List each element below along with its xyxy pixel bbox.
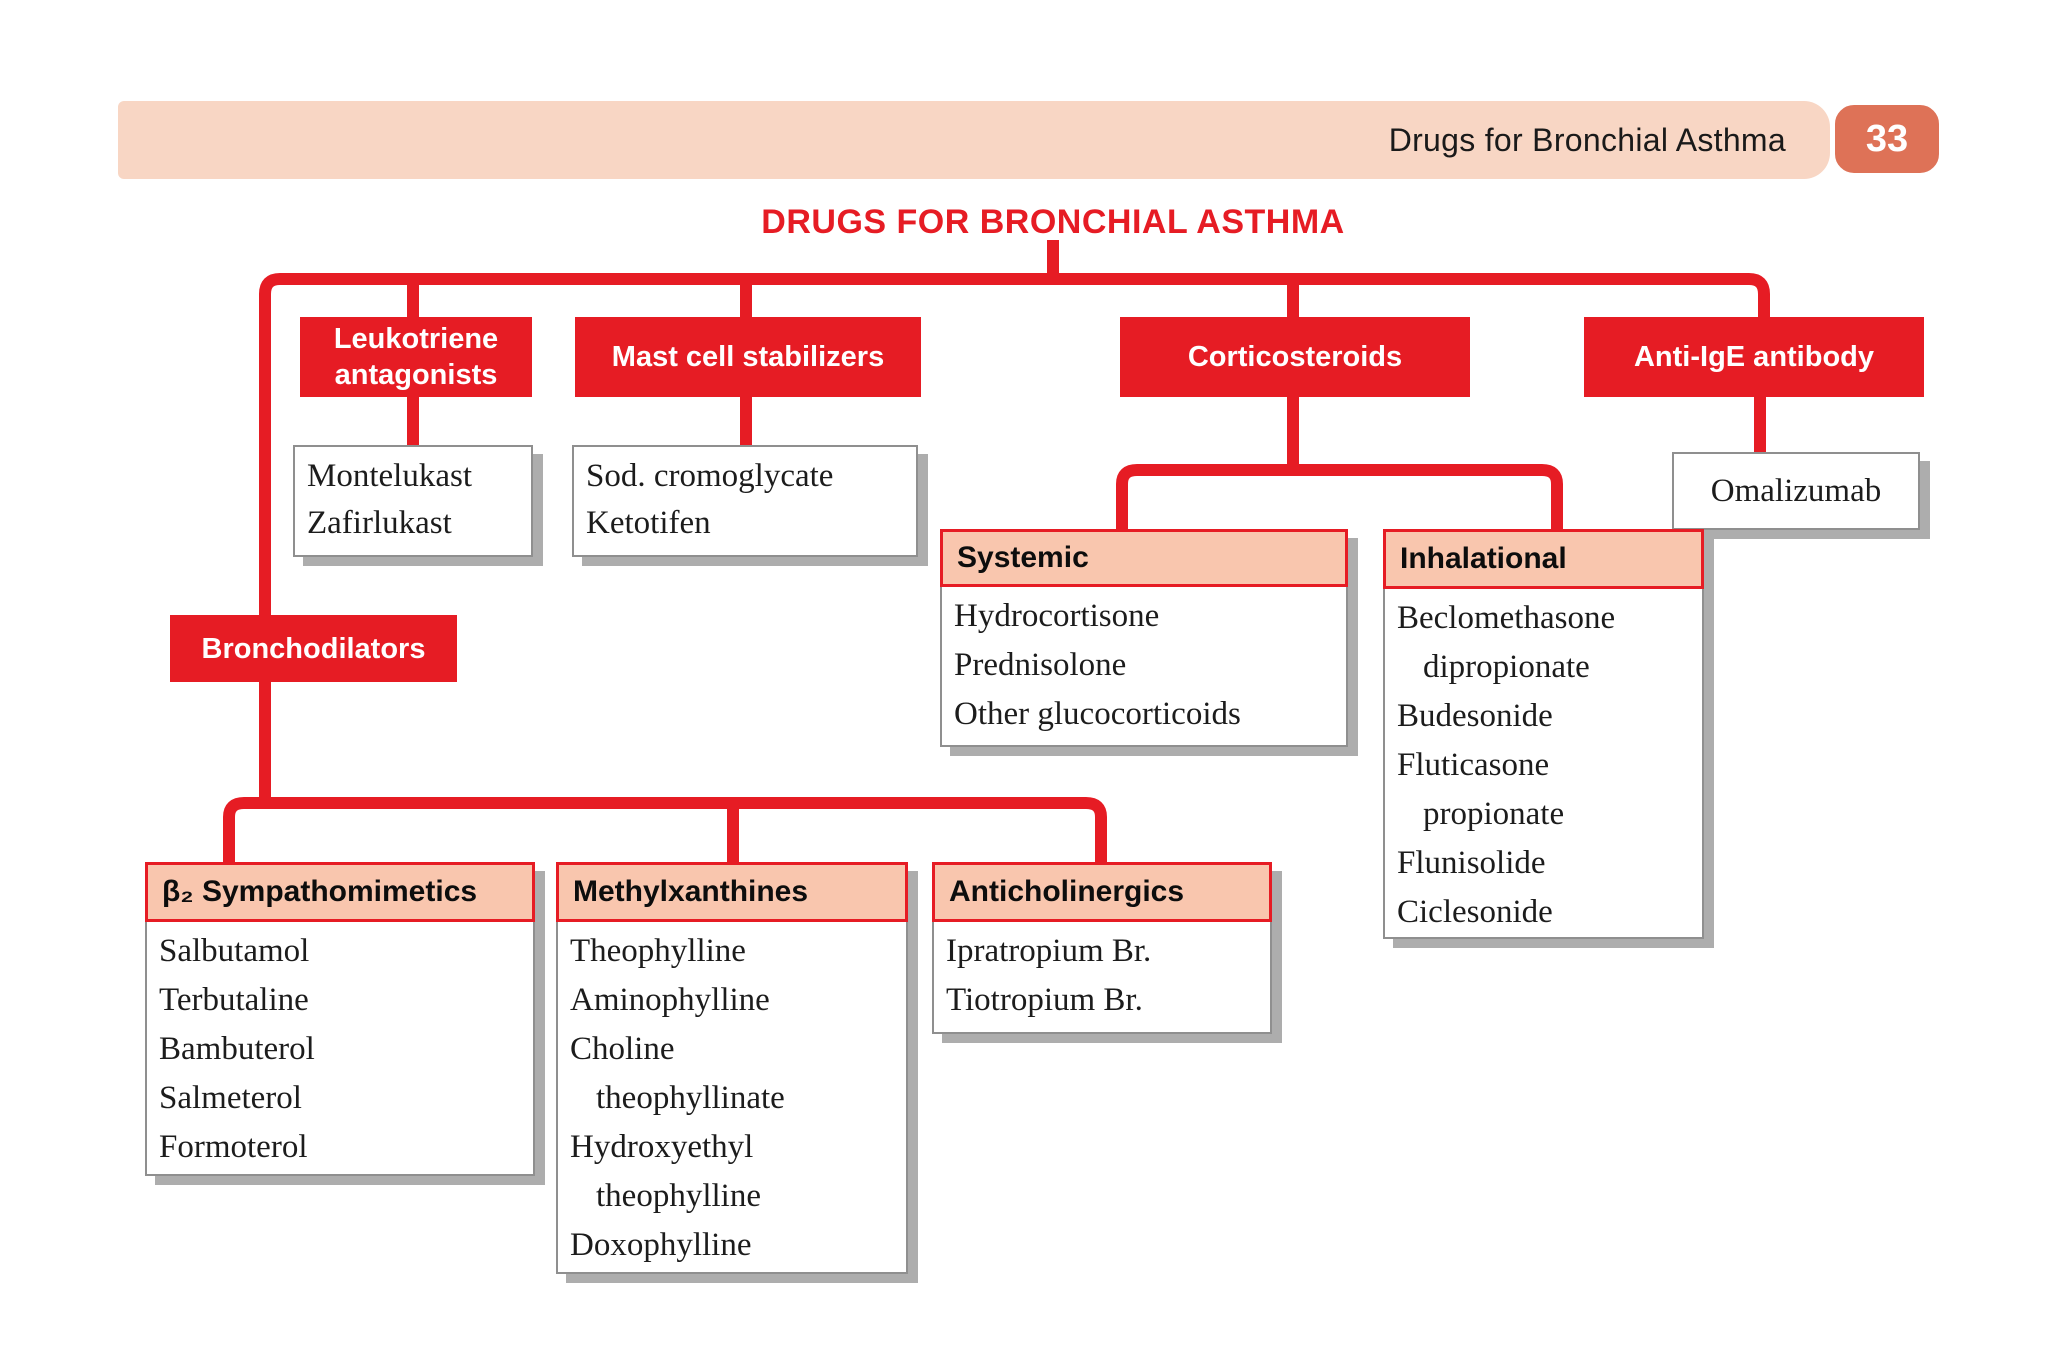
drug-item: Choline — [570, 1031, 675, 1067]
group-label: Anticholinergics — [949, 875, 1185, 908]
drug-item: Ciclesonide — [1397, 894, 1553, 930]
drug-item: Aminophylline — [570, 982, 770, 1018]
drug-item: Terbutaline — [159, 982, 309, 1018]
drug-list-anti-ige: Omalizumab — [1672, 452, 1920, 530]
drug-item: Hydrocortisone — [954, 598, 1160, 634]
page-number-badge: 33 — [1830, 100, 1944, 178]
line-main-bus — [259, 273, 1770, 627]
group-label: Systemic — [957, 541, 1089, 574]
drug-item: Hydroxyethyl — [570, 1129, 754, 1165]
drug-item: Sod. cromoglycate — [586, 458, 834, 494]
group-label: β₂ Sympathomimetics — [162, 875, 478, 908]
drug-item: Formoterol — [159, 1129, 308, 1165]
group-header-beta2-sympathomimetics: β₂ Sympathomimetics — [145, 862, 535, 922]
line-bronchodilators-split — [223, 797, 1107, 866]
drug-item: Ipratropium Br. — [946, 933, 1152, 969]
drug-item: Budesonide — [1397, 698, 1553, 734]
drug-item: Ketotifen — [586, 505, 711, 541]
drug-item: propionate — [1423, 796, 1565, 832]
drug-item: Prednisolone — [954, 647, 1127, 683]
group-label: Methylxanthines — [573, 875, 809, 908]
category-box-corticosteroids: Corticosteroids — [1120, 317, 1470, 397]
drug-item: Flunisolide — [1397, 845, 1546, 881]
drug-item: dipropionate — [1423, 649, 1590, 685]
category-box-leukotriene-antagonists: Leukotriene antagonists — [300, 317, 532, 397]
drug-item: Montelukast — [307, 458, 472, 494]
category-label: Leukotriene antagonists — [333, 323, 499, 391]
diagram-title: DRUGS FOR BRONCHIAL ASTHMA — [761, 203, 1345, 241]
drug-item: Zafirlukast — [307, 505, 452, 541]
drug-item: theophyllinate — [596, 1080, 785, 1116]
group-header-methylxanthines: Methylxanthines — [556, 862, 908, 922]
drug-item: Doxophylline — [570, 1227, 752, 1263]
drug-item: Theophylline — [570, 933, 746, 969]
drug-item: Beclomethasone — [1397, 600, 1616, 636]
drug-item: Other glucocorticoids — [954, 696, 1241, 732]
line-corticosteroids-split — [1116, 464, 1563, 533]
chapter-title: Drugs for Bronchial Asthma — [1388, 121, 1786, 158]
group-header-inhalational: Inhalational — [1383, 529, 1704, 589]
drug-list-anticholinergics: Ipratropium Br. Tiotropium Br. — [932, 922, 1272, 1034]
category-label: Mast cell stabilizers — [611, 341, 885, 373]
drug-item: Bambuterol — [159, 1031, 315, 1067]
category-box-anti-ige-antibody: Anti-IgE antibody — [1584, 317, 1924, 397]
category-label: Anti-IgE antibody — [1633, 341, 1875, 373]
category-label: Corticosteroids — [1187, 341, 1403, 373]
page-number: 33 — [1865, 117, 1909, 160]
drug-item: Salbutamol — [159, 933, 310, 969]
drug-item: Tiotropium Br. — [946, 982, 1143, 1018]
group-box-anticholinergics: Anticholinergics Ipratropium Br. Tiotropi… — [932, 862, 1272, 1034]
category-box-bronchodilators: Bronchodilators — [170, 615, 457, 682]
chapter-header-bar: Drugs for Bronchial Asthma — [118, 101, 1830, 179]
drug-item: Fluticasone — [1397, 747, 1550, 783]
group-header-systemic: Systemic — [940, 529, 1348, 587]
drug-item: Salmeterol — [159, 1080, 302, 1116]
category-box-mast-cell-stabilizers: Mast cell stabilizers — [575, 317, 921, 397]
group-label: Inhalational — [1400, 542, 1567, 575]
category-label: Bronchodilators — [201, 632, 426, 665]
group-header-anticholinergics: Anticholinergics — [932, 862, 1272, 922]
drug-item: theophylline — [596, 1178, 761, 1214]
drug-item: Omalizumab — [1710, 473, 1882, 509]
